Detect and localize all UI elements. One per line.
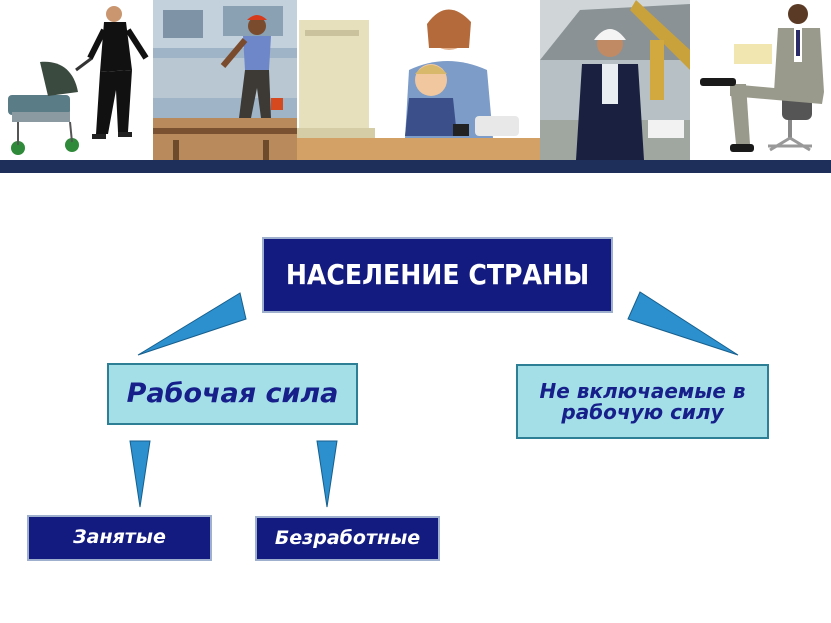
photo-engineer-in-hardhat xyxy=(540,0,690,160)
employed-label: Занятые xyxy=(73,526,166,549)
root-box-country-population: НАСЕЛЕНИЕ СТРАНЫ xyxy=(262,237,613,313)
unemployed-box: Безработные xyxy=(255,516,440,561)
banner-stripe xyxy=(0,160,831,173)
photo-businessman-in-chair xyxy=(690,0,831,160)
photo-mother-with-child-at-computer xyxy=(297,0,540,160)
not-in-labor-force-label: Не включаемые в рабочую силу xyxy=(539,378,746,424)
labor-force-box: Рабочая сила xyxy=(107,363,358,425)
employed-box: Занятые xyxy=(27,515,212,561)
labor-force-label: Рабочая сила xyxy=(126,377,339,409)
not-in-labor-force-box: Не включаемые в рабочую силу xyxy=(516,364,769,439)
root-label: НАСЕЛЕНИЕ СТРАНЫ xyxy=(285,258,590,292)
arrow-to-not-in-labor-force xyxy=(627,291,739,356)
photo-construction-worker xyxy=(153,0,297,160)
arrow-to-labor-force xyxy=(137,292,247,356)
unemployed-label: Безработные xyxy=(274,526,421,549)
arrow-to-employed xyxy=(129,440,151,508)
arrow-to-unemployed xyxy=(316,440,338,508)
photo-woman-with-stroller xyxy=(0,0,153,160)
photo-banner xyxy=(0,0,831,160)
